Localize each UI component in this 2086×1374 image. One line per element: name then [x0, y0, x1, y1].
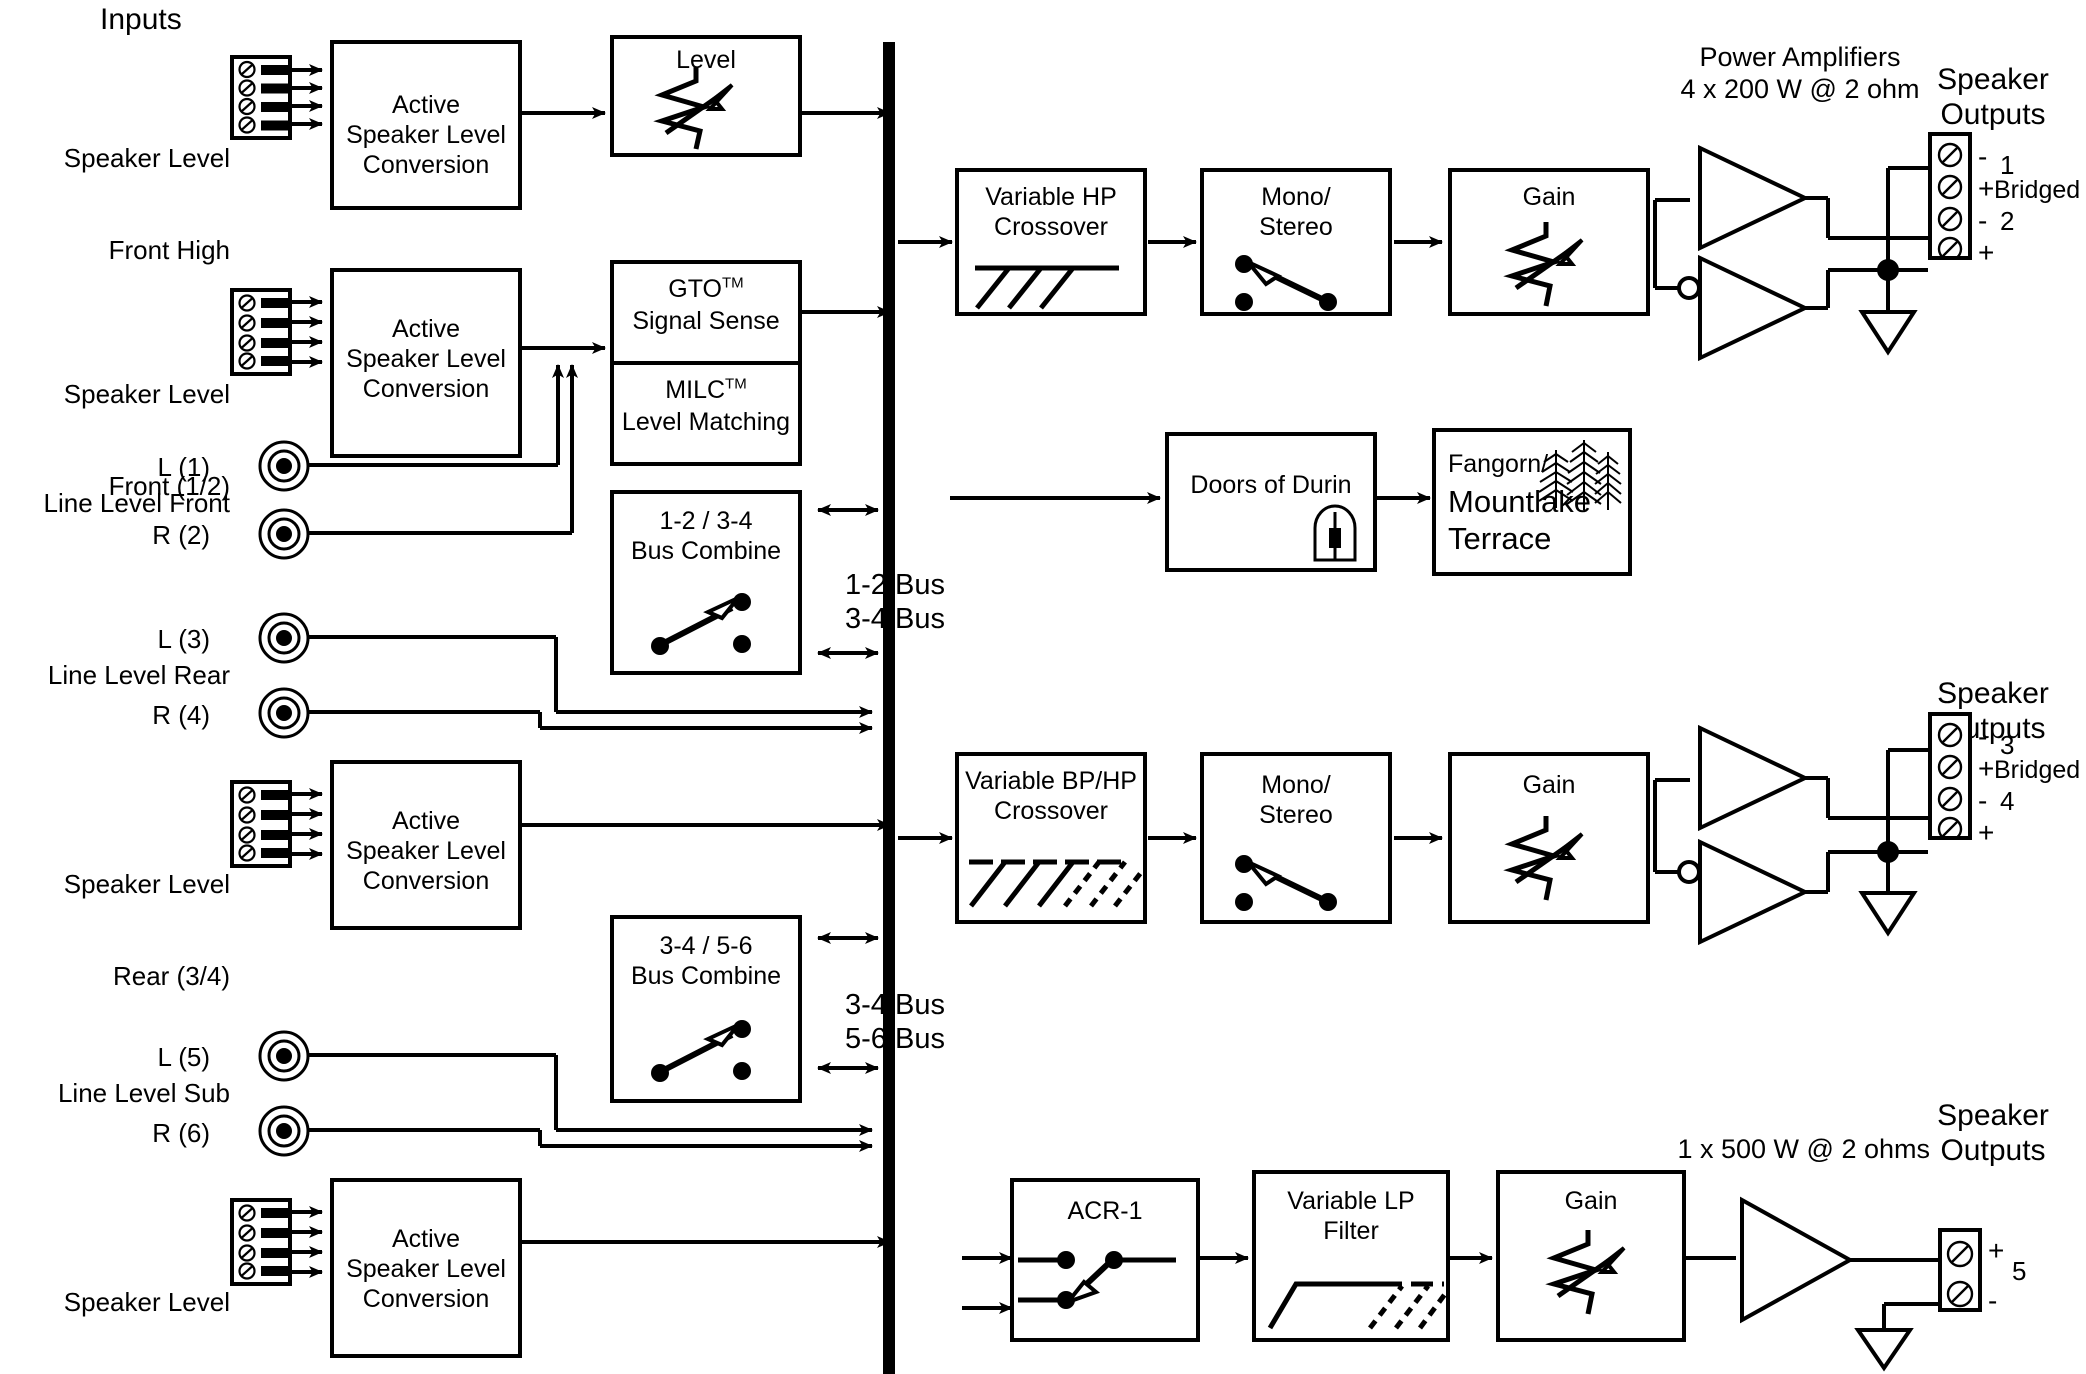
input-terminal-front-high[interactable] [230, 55, 292, 140]
terminal-channel-5-label: 5 [2012, 1256, 2027, 1286]
terminal-sign-2-neg: - [1978, 205, 1988, 236]
jack-label-r4: R (4) [152, 700, 210, 730]
block-variable-lp-filter[interactable]: Variable LP Filter [1252, 1170, 1450, 1342]
block-active-speaker-level-conversion-front-12[interactable]: Active Speaker Level Conversion [330, 268, 522, 458]
line-level-sub-group-label: Line Level Sub [57, 1078, 230, 1108]
block-active-speaker-level-conversion-front-high[interactable]: Active Speaker Level Conversion [330, 40, 522, 210]
inputs-heading: Inputs [100, 3, 182, 36]
terminal-channel-3-label: 3 [2000, 730, 2015, 760]
block-label: Doors of Durin [1190, 471, 1352, 499]
block-bus-combine-12-34[interactable]: 1-2 / 3-4 Bus Combine [610, 490, 802, 675]
block-gain-sub[interactable]: Gain [1496, 1170, 1686, 1342]
block-mono-stereo-top[interactable]: Mono/ Stereo [1200, 168, 1392, 316]
block-label-gto-sub: Signal Sense [632, 307, 780, 335]
block-label: Active Speaker Level Conversion [346, 91, 506, 179]
input-terminal-rear-34[interactable] [230, 780, 292, 868]
block-label: Active Speaker Level Conversion [346, 315, 506, 403]
rca-jack-r6[interactable] [258, 1105, 310, 1157]
input-terminal-front-12[interactable] [230, 288, 292, 376]
jack-label-r6: R (6) [152, 1118, 210, 1148]
output-terminal-3-4[interactable] [1928, 712, 1972, 840]
terminal-sign-5-neg: - [1988, 1285, 1998, 1316]
block-variable-hp-crossover[interactable]: Variable HP Crossover [955, 168, 1147, 316]
rca-jack-r4[interactable] [258, 687, 310, 739]
terminal-sign-4-neg: - [1978, 785, 1988, 816]
block-label: ACR-1 [1067, 1197, 1143, 1225]
terminal-sign-1-neg: - [1978, 141, 1988, 172]
terminal-channel-1-label: 1 [2000, 150, 2015, 180]
terminal-sign-1-pos: + [1978, 173, 1995, 204]
jack-label-r2: R (2) [152, 520, 210, 550]
block-active-speaker-level-conversion-sub-56[interactable]: Active Speaker Level Conversion [330, 1178, 522, 1358]
block-label: 1-2 / 3-4 Bus Combine [630, 507, 782, 565]
terminal-sign-2-pos: + [1978, 237, 1995, 268]
terminal-sign-5-pos: + [1988, 1235, 2005, 1266]
speaker-outputs-heading-top: Speaker Outputs [1937, 63, 2049, 132]
sub-amp-rating: 1 x 500 W @ 2 ohms [1677, 1134, 1930, 1164]
block-label: 3-4 / 5-6 Bus Combine [630, 932, 782, 990]
block-label: Variable BP/HP Crossover [965, 767, 1137, 825]
speaker-outputs-heading-bot: Speaker Outputs [1937, 1099, 2049, 1168]
block-label: Level [676, 46, 736, 74]
block-mono-stereo-mid[interactable]: Mono/ Stereo [1200, 752, 1392, 924]
speaker-outputs-heading-mid: Speaker Outputs [1937, 677, 2049, 746]
block-label: Gain [1522, 183, 1576, 211]
block-gto-milc[interactable]: GTOTM Signal Sense [610, 260, 802, 365]
power-amp-rating-line1: Power Amplifiers [1699, 42, 1901, 72]
block-gain-top[interactable]: Gain [1448, 168, 1650, 316]
block-label: Active Speaker Level Conversion [346, 807, 506, 895]
block-level[interactable]: Level [610, 35, 802, 157]
line-level-front-group-label: Line Level Front [43, 488, 230, 518]
bus-label-bottom: 3-4 Bus 5-6 Bus [845, 989, 945, 1056]
terminal-channel-4-label: 4 [2000, 786, 2015, 816]
block-variable-bp-hp-crossover[interactable]: Variable BP/HP Crossover [955, 752, 1147, 924]
speaker-level-front-12-label: Speaker Level Front (1/2) [63, 379, 230, 502]
block-label: Variable LP Filter [1287, 1187, 1415, 1245]
rca-jack-l3[interactable] [258, 612, 310, 664]
block-milc[interactable]: MILCTM Level Matching [610, 361, 802, 466]
terminal-bridged-label-top: Bridged [1994, 176, 2081, 204]
block-doors-of-durin[interactable]: Doors of Durin [1165, 432, 1377, 572]
block-label-gto: GTOTM [668, 274, 744, 303]
terminal-sign-3-neg: - [1978, 721, 1988, 752]
terminal-sign-3-pos: + [1978, 753, 1995, 784]
door-arch-icon [1313, 504, 1357, 562]
jack-label-l3: L (3) [157, 624, 211, 654]
block-label: Mono/ Stereo [1259, 183, 1333, 241]
block-label: Mono/ Stereo [1259, 771, 1333, 829]
bus-label-top: 1-2 Bus 3-4 Bus [845, 569, 945, 636]
block-active-speaker-level-conversion-rear-34[interactable]: Active Speaker Level Conversion [330, 760, 522, 930]
jack-label-l5: L (5) [157, 1042, 211, 1072]
rca-jack-l5[interactable] [258, 1030, 310, 1082]
terminal-channel-2-label: 2 [2000, 206, 2015, 236]
speaker-level-sub-56-label: Speaker Level Sub (5/6) [63, 1287, 230, 1318]
block-fangorn-mountlake-terrace[interactable]: Fangorn/ Mountlake Terrace [1432, 428, 1632, 576]
block-bus-combine-34-56[interactable]: 3-4 / 5-6 Bus Combine [610, 915, 802, 1103]
trademark-symbol: TM [722, 274, 744, 292]
block-label: Gain [1564, 1187, 1618, 1215]
speaker-level-rear-34-label: Speaker Level Rear (3/4) [63, 869, 230, 992]
output-terminal-1-2[interactable] [1928, 132, 1972, 260]
terminal-sign-4-pos: + [1978, 817, 1995, 848]
block-gain-mid[interactable]: Gain [1448, 752, 1650, 924]
rca-jack-r2[interactable] [258, 508, 310, 560]
trademark-symbol: TM [725, 375, 747, 393]
block-label: Variable HP Crossover [985, 183, 1117, 241]
power-amp-rating-line2: 4 x 200 W @ 2 ohm [1680, 74, 1920, 104]
input-terminal-sub-56[interactable] [230, 1198, 292, 1286]
speaker-level-front-high-label: Speaker Level Front High [63, 143, 230, 266]
block-label-milc: MILCTM [665, 375, 747, 404]
output-terminal-5[interactable] [1938, 1228, 1982, 1312]
block-acr-1[interactable]: ACR-1 [1010, 1178, 1200, 1342]
line-level-rear-group-label: Line Level Rear [47, 660, 230, 690]
block-label-mountlake: Mountlake Terrace [1448, 484, 1592, 556]
block-label: Gain [1522, 771, 1576, 799]
block-label-fangorn: Fangorn/ [1448, 450, 1549, 478]
jack-label-l1: L (1) [157, 452, 211, 482]
terminal-bridged-label-mid: Bridged [1994, 756, 2081, 784]
rca-jack-l1[interactable] [258, 440, 310, 492]
block-label: Active Speaker Level Conversion [346, 1225, 506, 1313]
block-label-milc-sub: Level Matching [621, 408, 791, 436]
pine-trees-icon [1538, 440, 1622, 510]
